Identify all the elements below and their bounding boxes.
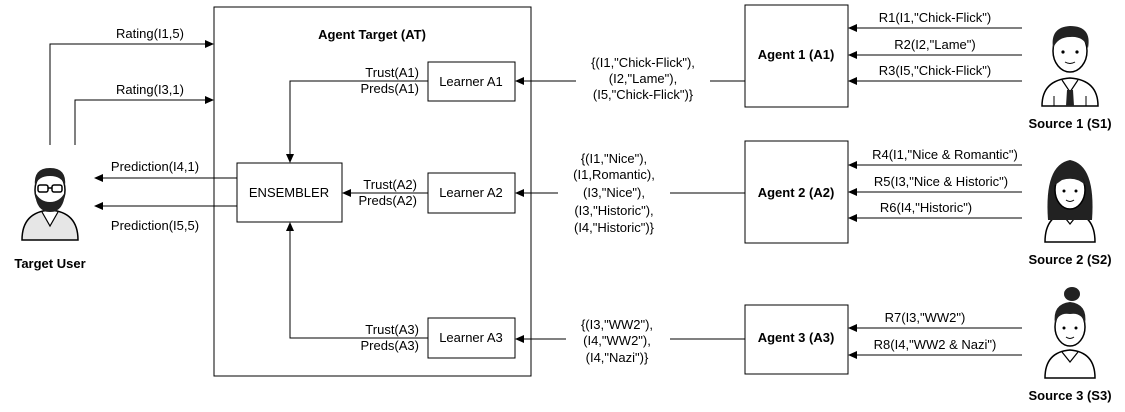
r1-label: R1(I1,"Chick-Flick") (879, 10, 992, 25)
learner-a1-to-ensembler-line (289, 80, 428, 156)
r3-arrowhead (848, 77, 857, 85)
agent-3-output-line-2: (I4,"WW2"), (583, 333, 651, 348)
learner-a1-box (427, 61, 516, 102)
ensembler-label: ENSEMBLER (249, 185, 329, 200)
r3-label: R3(I5,"Chick-Flick") (879, 63, 992, 78)
source-2-icon (1044, 160, 1096, 243)
source-2-label: Source 2 (S2) (1028, 252, 1111, 267)
agent-2-output-line-3: (I3,"Nice"), (583, 185, 645, 200)
r6-arrowhead (848, 214, 857, 222)
r2-arrowhead (848, 51, 857, 59)
agent-3-label: Agent 3 (A3) (758, 330, 835, 345)
learner-a3-to-ensembler-arrowhead (286, 222, 294, 231)
agent-2-to-learner-arrowhead (515, 189, 524, 197)
source-3-icon (1044, 287, 1096, 379)
agent-3-output-bg (566, 314, 670, 366)
preds-a1-label: Preds(A1) (360, 81, 419, 96)
r7-arrowhead (848, 324, 857, 332)
target-user-label: Target User (14, 256, 85, 271)
agent-3-output-line-1: {(I3,"WW2"), (581, 317, 653, 332)
learner-a3-box (427, 317, 516, 359)
agent-2-box (744, 140, 849, 244)
preds-a2-label: Preds(A2) (358, 193, 417, 208)
source-1-icon (1041, 26, 1099, 107)
r4-arrowhead (848, 161, 857, 169)
trust-a1-label: Trust(A1) (365, 65, 419, 80)
agent-3-to-learner-arrowhead (515, 335, 524, 343)
prediction-i5-arrowhead (94, 202, 103, 210)
trust-a3-label: Trust(A3) (365, 322, 419, 337)
learner-a2-box (427, 172, 516, 214)
agent-1-label: Agent 1 (A1) (758, 47, 835, 62)
agent-2-output-line-2: (I1,Romantic), (573, 167, 655, 182)
trust-a2-label: Trust(A2) (363, 177, 417, 192)
rating-i3-label: Rating(I3,1) (116, 82, 184, 97)
agent-2-output-line-5: (I4,"Historic")} (574, 220, 655, 235)
rating-i3-line (74, 99, 206, 145)
prediction-i4-label: Prediction(I4,1) (111, 159, 199, 174)
agent-1-box (744, 4, 849, 108)
r5-arrowhead (848, 188, 857, 196)
preds-a3-label: Preds(A3) (360, 338, 419, 353)
rating-i1-line (49, 43, 206, 145)
rating-i3-arrowhead (205, 96, 214, 104)
r4-label: R4(I1,"Nice & Romantic") (872, 147, 1018, 162)
agent-3-box (744, 304, 849, 375)
r6-label: R6(I4,"Historic") (880, 200, 972, 215)
learner-a3-label: Learner A3 (439, 330, 503, 345)
agent-2-output-line-1: {(I1,"Nice"), (581, 151, 647, 166)
learner-a3-to-ensembler-line (289, 229, 428, 339)
learner-a2-label: Learner A2 (439, 185, 503, 200)
prediction-i5-label: Prediction(I5,5) (111, 218, 199, 233)
source-3-label: Source 3 (S3) (1028, 388, 1111, 403)
r8-arrowhead (848, 351, 857, 359)
agent-2-output-bg (558, 148, 670, 236)
rating-i1-label: Rating(I1,5) (116, 26, 184, 41)
agent-2-output-line-4: (I3,"Historic"), (574, 203, 653, 218)
r1-arrowhead (848, 24, 857, 32)
learner-a1-to-ensembler-arrowhead (286, 154, 294, 163)
ensembler-box (236, 162, 343, 223)
learner-a1-label: Learner A1 (439, 74, 503, 89)
target-user-icon (21, 168, 79, 241)
agent-1-output-bg (576, 52, 710, 104)
r7-label: R7(I3,"WW2") (885, 310, 966, 325)
prediction-i4-arrowhead (94, 174, 103, 182)
agent-target-title: Agent Target (AT) (318, 27, 426, 42)
agent-1-output-line-1: {(I1,"Chick-Flick"), (591, 55, 695, 70)
agent-2-label: Agent 2 (A2) (758, 185, 835, 200)
agent-1-to-learner-arrowhead (515, 77, 524, 85)
r2-label: R2(I2,"Lame") (894, 37, 975, 52)
r8-label: R8(I4,"WW2 & Nazi") (874, 337, 997, 352)
agent-1-output-line-2: (I2,"Lame"), (609, 71, 677, 86)
learner-a2-to-ensembler-arrowhead (342, 189, 351, 197)
rating-i1-arrowhead (205, 40, 214, 48)
source-1-label: Source 1 (S1) (1028, 116, 1111, 131)
agent-3-output-line-3: (I4,"Nazi")} (586, 350, 649, 365)
r5-label: R5(I3,"Nice & Historic") (874, 174, 1008, 189)
agent-1-output-line-3: (I5,"Chick-Flick")} (593, 87, 694, 102)
